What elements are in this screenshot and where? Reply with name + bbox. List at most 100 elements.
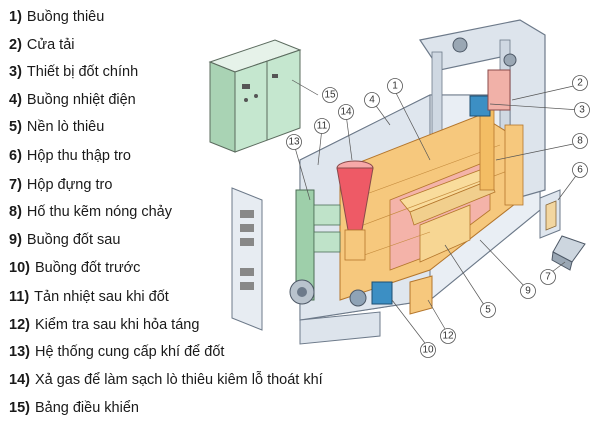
callout-3: 3 (574, 102, 590, 118)
legend-item: 3)Thiết bị đốt chính (9, 63, 138, 81)
legend-item: 9)Buồng đốt sau (9, 231, 120, 249)
legend-text: Buồng nhiệt điện (26, 92, 136, 108)
legend-number: 12) (9, 317, 30, 333)
legend-number: 6) (9, 148, 22, 164)
legend-item: 13)Hệ thống cung cấp khí để đốt (9, 343, 224, 361)
legend-number: 5) (9, 119, 22, 135)
callout-circle (387, 78, 403, 94)
legend-text: Kiểm tra sau khi hỏa táng (34, 317, 200, 333)
callout-7: 7 (540, 269, 556, 285)
legend-item: 11)Tản nhiệt sau khi đốt (9, 288, 169, 306)
callout-15: 15 (322, 87, 338, 103)
legend-number: 13) (9, 344, 30, 360)
callout-11: 11 (314, 118, 330, 134)
callout-circle (314, 118, 330, 134)
ash-box (539, 189, 561, 239)
legend-number: 3) (9, 64, 22, 80)
legend-item: 6)Hộp thu thập tro (9, 147, 131, 165)
callout-number: 4 (369, 95, 375, 106)
callout-9: 9 (520, 283, 536, 299)
legend-number: 14) (9, 372, 30, 388)
callout-number: 15 (324, 90, 336, 101)
legend-number: 10) (9, 260, 30, 276)
legend-number: 8) (9, 204, 22, 220)
legend-text: Hệ thống cung cấp khí để đốt (34, 344, 225, 360)
burners (349, 95, 491, 307)
callout-circle (574, 102, 590, 118)
legend-number: 7) (9, 177, 22, 193)
leader-lines (291, 79, 581, 348)
legend-item: 4)Buồng nhiệt điện (9, 91, 136, 109)
callout-10: 10 (420, 342, 436, 358)
callout-circle (286, 134, 302, 150)
callout-6: 6 (572, 162, 588, 178)
legend-number: 2) (9, 37, 22, 53)
callout-circle (572, 75, 588, 91)
callout-number: 2 (577, 78, 583, 89)
callout-2: 2 (572, 75, 588, 91)
callout-13: 13 (286, 134, 302, 150)
legend-item: 15)Bảng điều khiển (9, 399, 139, 417)
callout-number: 1 (392, 81, 398, 92)
legend-item: 14)Xả gas để làm sạch lò thiêu kiêm lỗ t… (9, 371, 323, 389)
callout-circle (420, 342, 436, 358)
callout-number: 11 (317, 121, 328, 132)
legend-text: Hộp đựng tro (26, 177, 113, 193)
legend-item: 7)Hộp đựng tro (9, 176, 112, 194)
callout-8: 8 (572, 133, 588, 149)
callout-1: 1 (387, 78, 403, 94)
base-chute (299, 311, 381, 345)
legend-number: 4) (9, 92, 22, 108)
inspection-hatch (409, 275, 433, 315)
legend-item: 1)Buồng thiêu (9, 8, 104, 26)
control-panel (208, 39, 302, 153)
legend-text: Bảng điều khiển (34, 400, 139, 416)
callout-4: 4 (364, 92, 380, 108)
legend-number: 9) (9, 232, 22, 248)
front-door (231, 187, 263, 331)
callout-number: 13 (288, 137, 300, 148)
legend-item: 8)Hố thu kẽm nóng chảy (9, 203, 172, 221)
legend-text: Hố thu kẽm nóng chảy (26, 204, 172, 220)
callout-circle (572, 162, 588, 178)
legend-text: Buồng thiêu (26, 9, 105, 25)
legend-text: Buồng đốt trước (34, 260, 141, 276)
callout-number: 14 (340, 107, 352, 118)
legend-text: Cửa tải (26, 37, 75, 53)
legend-text: Nền lò thiêu (26, 119, 105, 135)
legend-item: 5)Nền lò thiêu (9, 118, 104, 136)
legend-number: 11) (9, 289, 30, 305)
legend-number: 15) (9, 400, 30, 416)
callout-circle (338, 104, 354, 120)
callout-number: 5 (485, 305, 491, 316)
air-supply-system (289, 189, 341, 305)
legend-number: 1) (9, 9, 22, 25)
callout-circle (322, 87, 338, 103)
legend-text: Buồng đốt sau (26, 232, 121, 248)
legend-text: Hộp thu thập tro (26, 148, 131, 164)
exhaust-cone (336, 160, 374, 261)
callout-number: 6 (577, 165, 583, 176)
brick-chamber (339, 109, 524, 301)
callout-12: 12 (440, 328, 456, 344)
legend-item: 12)Kiểm tra sau khi hỏa táng (9, 316, 199, 334)
callout-circle (540, 269, 556, 285)
callout-number: 12 (442, 331, 454, 342)
legend-item: 10)Buồng đốt trước (9, 259, 140, 277)
callout-circle (364, 92, 380, 108)
callout-number: 8 (577, 136, 583, 147)
callout-14: 14 (338, 104, 354, 120)
ash-container (551, 235, 586, 271)
callout-number: 7 (545, 272, 551, 283)
callout-number: 9 (525, 286, 531, 297)
legend-item: 2)Cửa tải (9, 36, 75, 54)
callout-number: 3 (579, 105, 585, 116)
callout-number: 10 (422, 345, 434, 356)
legend-text: Thiết bị đốt chính (26, 64, 139, 80)
legend-text: Xả gas để làm sạch lò thiêu kiêm lỗ thoá… (34, 372, 323, 388)
callout-circle (520, 283, 536, 299)
callout-circle (440, 328, 456, 344)
